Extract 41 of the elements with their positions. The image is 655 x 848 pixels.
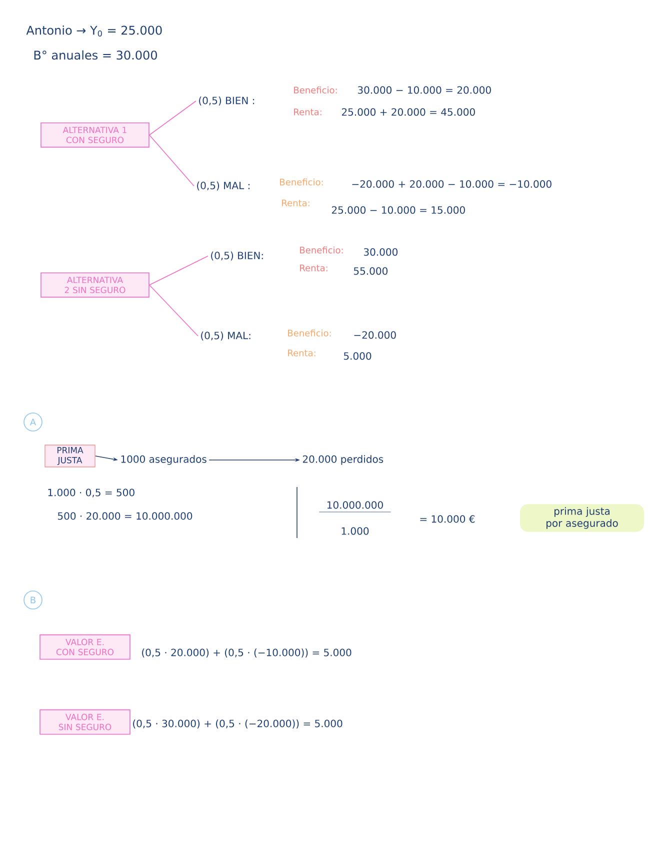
formula-text: 1.000 · 0,5 = 500 xyxy=(48,488,134,498)
branch-text: (0,5) MAL : xyxy=(197,182,250,190)
annotation-text: 30.000 xyxy=(364,248,398,256)
annotation-text: Renta: xyxy=(294,108,322,116)
formula-text: 1.000 xyxy=(342,527,369,535)
annotation-text: 55.000 xyxy=(354,267,388,275)
formula-text: = 10.000 € xyxy=(420,515,475,523)
annotation-text: −20.000 + 20.000 − 10.000 = −10.000 xyxy=(352,180,552,188)
branch-line xyxy=(149,100,196,136)
annotation-text: 25.000 + 20.000 = 45.000 xyxy=(342,108,475,116)
branch-line xyxy=(149,134,194,186)
branch-text: (0,5) BIEN: xyxy=(211,252,263,260)
formula-text: 500 · 20.000 = 10.000.000 xyxy=(58,512,192,520)
branch-line xyxy=(149,256,208,286)
annotation-text: Renta: xyxy=(288,350,316,356)
annotation-text: −20.000 xyxy=(354,331,396,339)
annotation-text: Beneficio: xyxy=(280,178,323,186)
annotation-text: Renta: xyxy=(300,264,328,272)
label-box: ALTERNATIVA 2 SIN SEGURO xyxy=(40,272,150,298)
formula-text: B° anuales = 30.000 xyxy=(34,50,157,60)
annotation-text: Beneficio: xyxy=(294,86,337,94)
label-box: ALTERNATIVA 1 CON SEGURO xyxy=(40,122,150,148)
annotation-text: (0,5 · 20.000) + (0,5 · (−10.000)) = 5.000 xyxy=(142,648,352,658)
branch-text: 1000 asegurados xyxy=(121,455,206,465)
branch-text: (0,5) MAL: xyxy=(201,332,250,340)
annotation-text: (0,5 · 30.000) + (0,5 · (−20.000)) = 5.000 xyxy=(133,720,342,728)
formula-text: 10.000.000 xyxy=(327,501,383,509)
label-box: PRIMA JUSTA xyxy=(44,444,96,468)
annotation-text: 5.000 xyxy=(344,352,372,360)
label-box: VALOR E. CON SEGURO xyxy=(40,634,130,660)
formula-text: Antonio → Y$_{0}$ = 25.000 xyxy=(26,26,162,37)
branch-text: (0,5) BIEN : xyxy=(199,96,254,106)
branch-text: 20.000 perdidos xyxy=(302,455,384,465)
highlighted-note: prima justa por asegurado xyxy=(520,504,644,532)
annotation-text: 25.000 − 10.000 = 15.000 xyxy=(332,206,465,214)
annotation-text: Renta: xyxy=(282,200,310,206)
annotation-text: Beneficio: xyxy=(300,246,343,254)
annotation-text: 30.000 − 10.000 = 20.000 xyxy=(358,86,491,94)
label-box: VALOR E. SIN SEGURO xyxy=(40,709,130,735)
branch-line xyxy=(149,284,198,336)
annotation-text: Beneficio: xyxy=(288,330,331,336)
